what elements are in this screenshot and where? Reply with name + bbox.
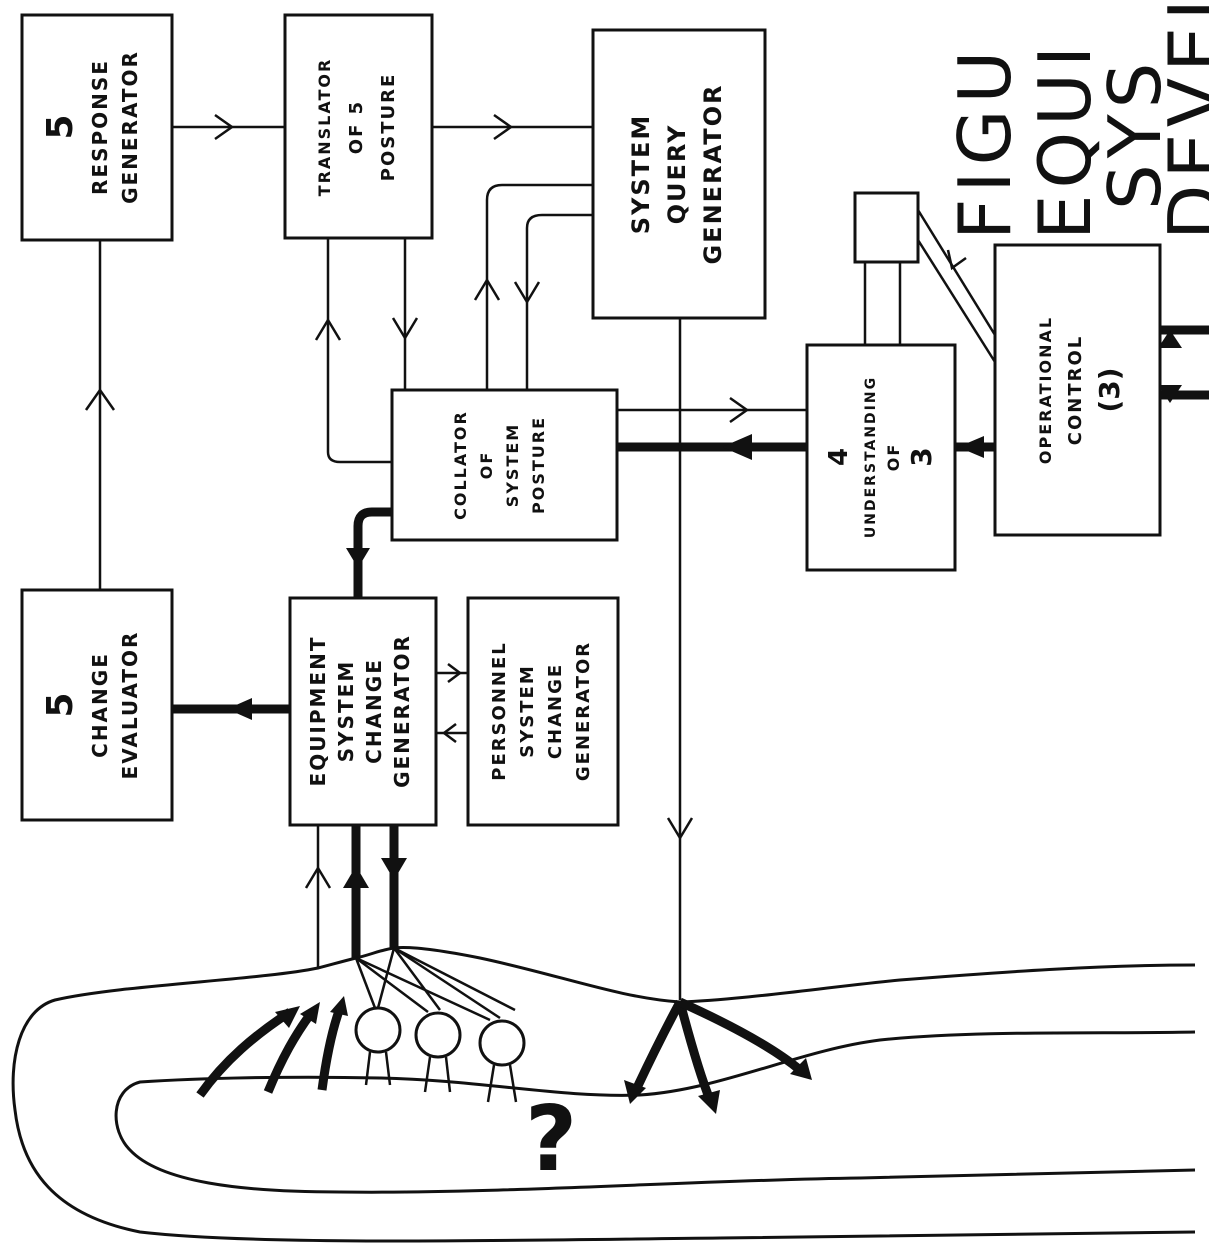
environment-output-arrows xyxy=(624,1002,812,1114)
arrowhead xyxy=(958,436,984,458)
change-evaluator-number: 5 xyxy=(40,692,81,717)
figure-title: FIGU EQUI SYS DEVEL xyxy=(943,0,1209,240)
equipment-label-3: CHANGE xyxy=(362,658,386,764)
equipment-label-4: GENERATOR xyxy=(390,634,414,788)
operational-control-label-2: CONTROL xyxy=(1065,335,1086,446)
personnel-label-3: CHANGE xyxy=(545,663,566,759)
understanding-label-3: 3 xyxy=(905,447,938,466)
title-line-1: FIGU xyxy=(943,45,1027,240)
query-generator-label-3: GENERATOR xyxy=(699,83,727,264)
translator-label-1: TRANSLATOR xyxy=(315,58,334,197)
operational-control-label-1: OPERATIONAL xyxy=(1036,316,1055,464)
title-line-4: DEVEL xyxy=(1153,0,1209,240)
query-generator-label-1: SYSTEM xyxy=(627,114,655,235)
translator-label-2: OF 5 xyxy=(346,100,367,154)
collator-label-4: POSTURE xyxy=(529,416,548,514)
block-response-generator: 5 RESPONSE GENERATOR xyxy=(22,15,172,240)
understanding-label-1: UNDERSTANDING xyxy=(863,376,879,538)
arrowhead xyxy=(227,698,252,720)
change-evaluator-label-1: CHANGE xyxy=(88,652,112,758)
block-collator-of-system-posture: COLLATOR OF SYSTEM POSTURE xyxy=(392,390,617,540)
change-evaluator-label-2: EVALUATOR xyxy=(118,631,142,780)
understanding-number: 4 xyxy=(824,448,854,466)
translator-label-3: POSTURE xyxy=(378,73,399,182)
arrowhead xyxy=(722,434,752,460)
block-equipment-system-change-generator: EQUIPMENT SYSTEM CHANGE GENERATOR xyxy=(290,598,436,825)
response-generator-label-2: GENERATOR xyxy=(118,50,142,204)
block-change-evaluator: 5 CHANGE EVALUATOR xyxy=(22,590,172,820)
arrowhead xyxy=(343,866,369,888)
block-personnel-system-change-generator: PERSONNEL SYSTEM CHANGE GENERATOR xyxy=(468,598,618,825)
personnel-label-1: PERSONNEL xyxy=(489,641,510,781)
personnel-circle xyxy=(416,1013,460,1057)
arrowhead xyxy=(346,548,370,568)
query-generator-label-2: QUERY xyxy=(663,124,691,225)
block-understanding-of-3: 4 UNDERSTANDING OF 3 xyxy=(807,345,955,570)
equipment-label-2: SYSTEM xyxy=(334,660,358,763)
arrowhead xyxy=(948,250,966,268)
personnel-label-2: SYSTEM xyxy=(517,664,538,757)
block-translator-of-posture: TRANSLATOR OF 5 POSTURE xyxy=(285,15,432,238)
block-operational-control: OPERATIONAL CONTROL (3) xyxy=(995,245,1160,535)
operational-control-label-3: (3) xyxy=(1093,367,1126,412)
personnel-label-4: GENERATOR xyxy=(573,641,594,781)
collator-label-1: COLLATOR xyxy=(451,410,470,520)
personnel-circle xyxy=(356,1008,400,1052)
collator-label-3: SYSTEM xyxy=(503,423,522,507)
block-small-unlabeled xyxy=(855,193,918,262)
response-generator-label-1: RESPONSE xyxy=(88,59,112,195)
personnel-circle xyxy=(480,1021,524,1065)
block-system-query-generator: SYSTEM QUERY GENERATOR xyxy=(593,30,765,318)
understanding-label-2: OF xyxy=(884,443,903,472)
environment-input-arrows xyxy=(200,996,348,1095)
environment-question-mark: ? xyxy=(525,1087,577,1192)
collator-label-2: OF xyxy=(477,451,496,480)
connector-collator-to-translator xyxy=(328,238,392,462)
response-generator-number: 5 xyxy=(40,114,81,139)
equipment-label-1: EQUIPMENT xyxy=(306,636,330,787)
arrowhead xyxy=(381,858,407,880)
connector-query-to-collator xyxy=(527,215,593,390)
